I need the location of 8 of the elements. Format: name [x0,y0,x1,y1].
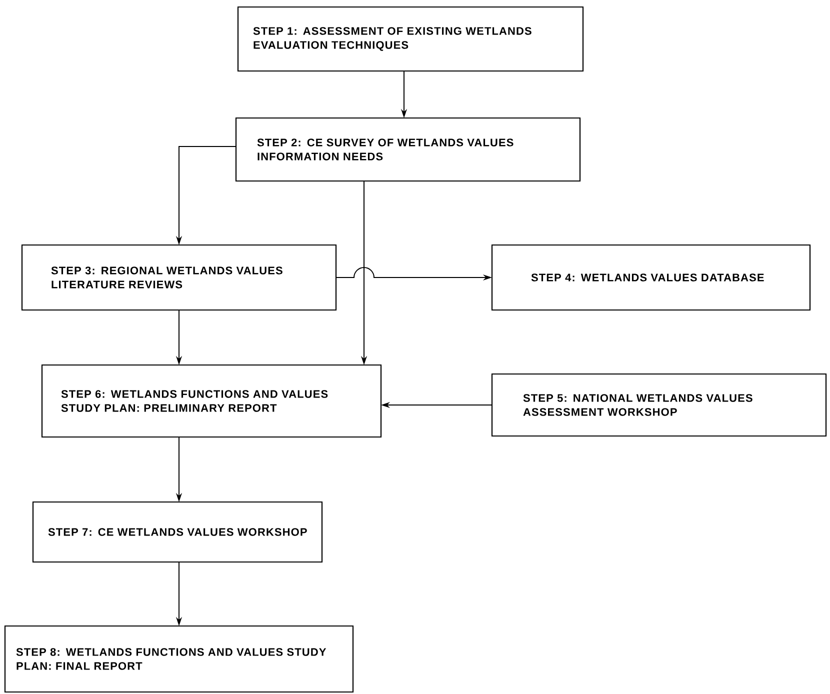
process-box: STEP 3: REGIONAL WETLANDS VALUES LITERATURE REVIEWS [21,244,337,311]
process-box: STEP 1: ASSESSMENT OF EXISTING WETLANDS EVALUATION TECHNIQUES [237,6,584,72]
process-box: STEP 6: WETLANDS FUNCTIONS AND VALUES STUDY PLAN: PRELIMINARY REPORT [41,364,382,438]
process-box: STEP 7: CE WETLANDS VALUES WORKSHOP [32,501,323,563]
process-box: STEP 2: CE SURVEY OF WETLANDS VALUES INFORMATION NEEDS [235,117,581,182]
process-box: STEP 5: NATIONAL WETLANDS VALUES ASSESSMENT WORKSHOP [491,373,827,437]
process-box: STEP 4: WETLANDS VALUES DATABASE [491,244,811,311]
process-box: STEP 8: WETLANDS FUNCTIONS AND VALUES STUDY PLAN: FINAL REPORT [4,625,354,693]
